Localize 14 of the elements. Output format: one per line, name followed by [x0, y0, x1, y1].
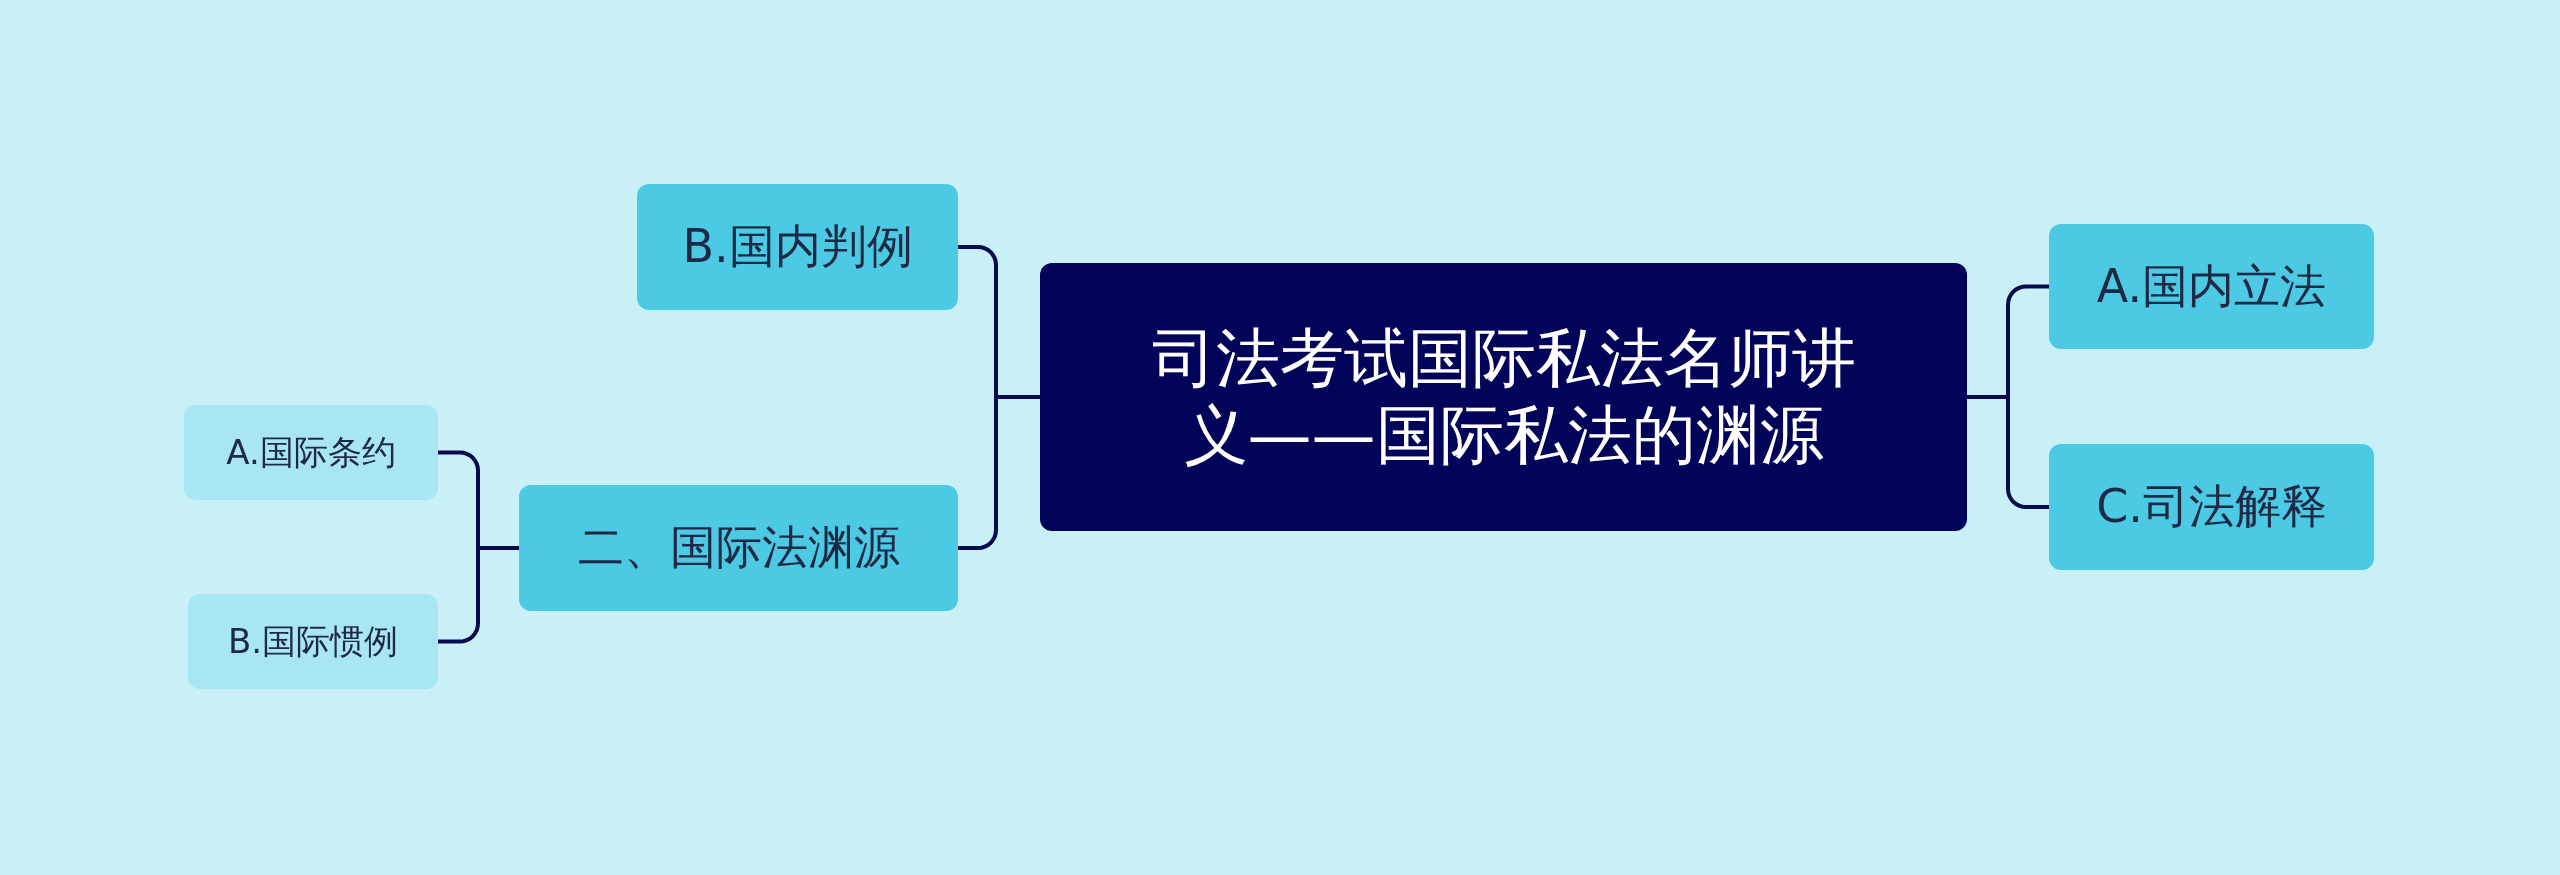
- subtopic-box: [188, 594, 438, 689]
- root-topic-box: [1040, 263, 1967, 531]
- topic-text: A.国际条约: [226, 432, 396, 473]
- topic-text: B.国际惯例: [227, 621, 399, 662]
- topic-box: [637, 184, 958, 310]
- topic-box: [2049, 224, 2374, 349]
- topic-text: 司法考试国际私法名师讲义——国际私法的渊源: [1150, 320, 1857, 474]
- subtopic-box: [184, 405, 438, 500]
- topic-text: 二、国际法渊源: [577, 520, 900, 576]
- topic-box: [519, 485, 958, 611]
- topic-text: B.国内判例: [682, 219, 913, 275]
- topic-text: A.国内立法: [2096, 258, 2327, 315]
- topic-text: C.司法解释: [2096, 479, 2327, 535]
- topic-box: [2049, 444, 2374, 570]
